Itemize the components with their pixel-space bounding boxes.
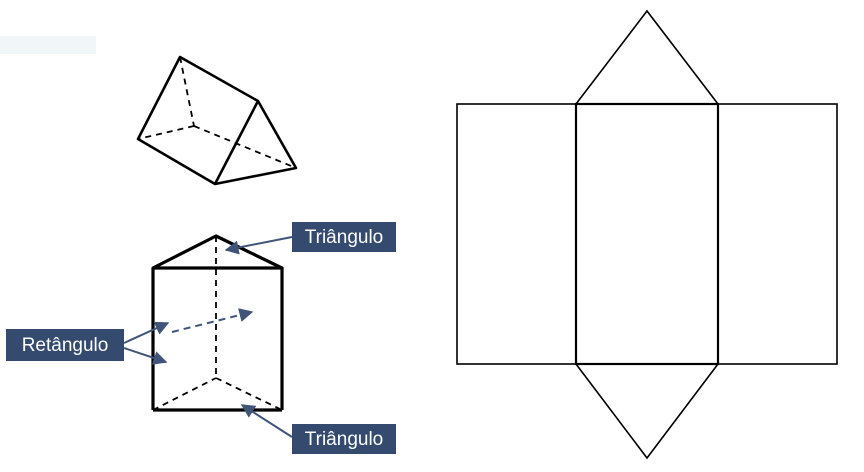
net-right-rectangle bbox=[717, 103, 838, 365]
arrow-triangle-top bbox=[224, 236, 293, 255]
arrow-triangle-bottom bbox=[240, 404, 293, 438]
upright-prism-hidden-edges bbox=[152, 236, 283, 411]
tilted-prism-front-edge bbox=[213, 100, 260, 185]
label-triangle-bottom: Triângulo bbox=[292, 424, 396, 454]
prism-net bbox=[456, 9, 838, 460]
tilted-prism-hidden-edges bbox=[137, 56, 297, 169]
pointer-arrows bbox=[123, 236, 293, 438]
watermark-smudge bbox=[0, 36, 96, 54]
upright-prism bbox=[151, 234, 284, 412]
net-center-rectangle bbox=[574, 102, 720, 366]
arrow-rectangle-back bbox=[171, 308, 254, 333]
net-bottom-triangle bbox=[575, 363, 719, 460]
label-rectangle: Retângulo bbox=[6, 329, 124, 361]
arrow-rectangle-front bbox=[123, 321, 170, 344]
arrow-rectangle-left bbox=[123, 347, 168, 365]
tilted-prism-outline bbox=[136, 55, 298, 186]
net-top-triangle bbox=[575, 9, 719, 105]
upright-prism-top-face bbox=[151, 234, 284, 270]
label-triangle-top: Triângulo bbox=[292, 222, 396, 252]
net-left-rectangle bbox=[456, 103, 577, 365]
tilted-prism bbox=[136, 55, 298, 186]
